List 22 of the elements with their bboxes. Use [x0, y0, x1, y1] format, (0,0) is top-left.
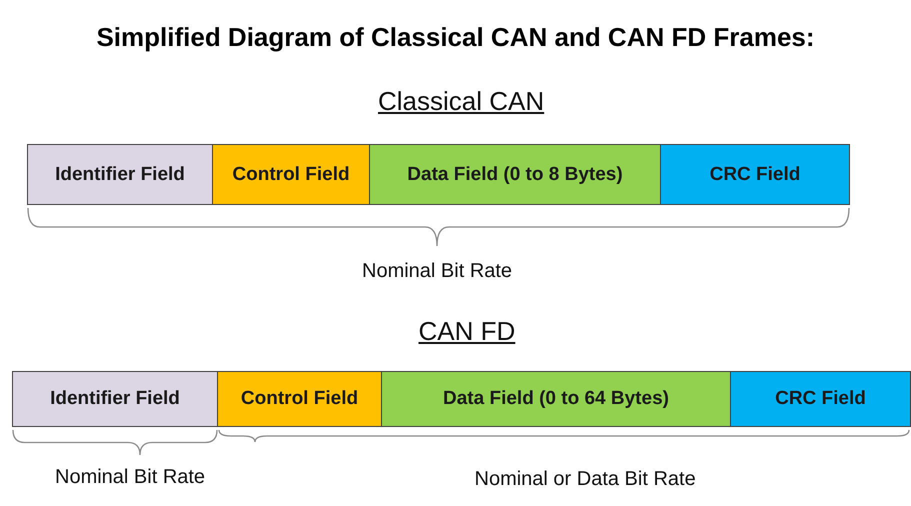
- frame-field: [731, 371, 911, 427]
- field-label: Identifier Field: [55, 164, 185, 186]
- frame-field: [12, 371, 218, 427]
- field-label: Control Field: [240, 388, 358, 410]
- section-heading: Classical CAN: [378, 86, 544, 117]
- field-label: Control Field: [232, 164, 350, 186]
- section-heading: CAN FD: [418, 316, 516, 347]
- field-label: Data Field (0 to 8 Bytes): [407, 164, 623, 186]
- field-label: Identifier Field: [50, 388, 180, 410]
- bit-rate-label: Nominal Bit Rate: [55, 466, 206, 489]
- field-label: CRC Field: [775, 388, 866, 410]
- frame-field: [382, 371, 731, 427]
- frame-field: [370, 144, 661, 205]
- frame-field: [27, 144, 213, 205]
- diagram-title: Simplified Diagram of Classical CAN and CAN FD Frames:: [95, 22, 816, 53]
- bit-rate-label: Nominal or Data Bit Rate: [474, 468, 696, 491]
- field-label: Data Field (0 to 64 Bytes): [443, 388, 669, 410]
- frame-field: [661, 144, 850, 205]
- frame-field: [213, 144, 370, 205]
- field-label: CRC Field: [710, 164, 800, 186]
- bit-rate-label: Nominal Bit Rate: [362, 260, 512, 283]
- frame-field: [218, 371, 382, 427]
